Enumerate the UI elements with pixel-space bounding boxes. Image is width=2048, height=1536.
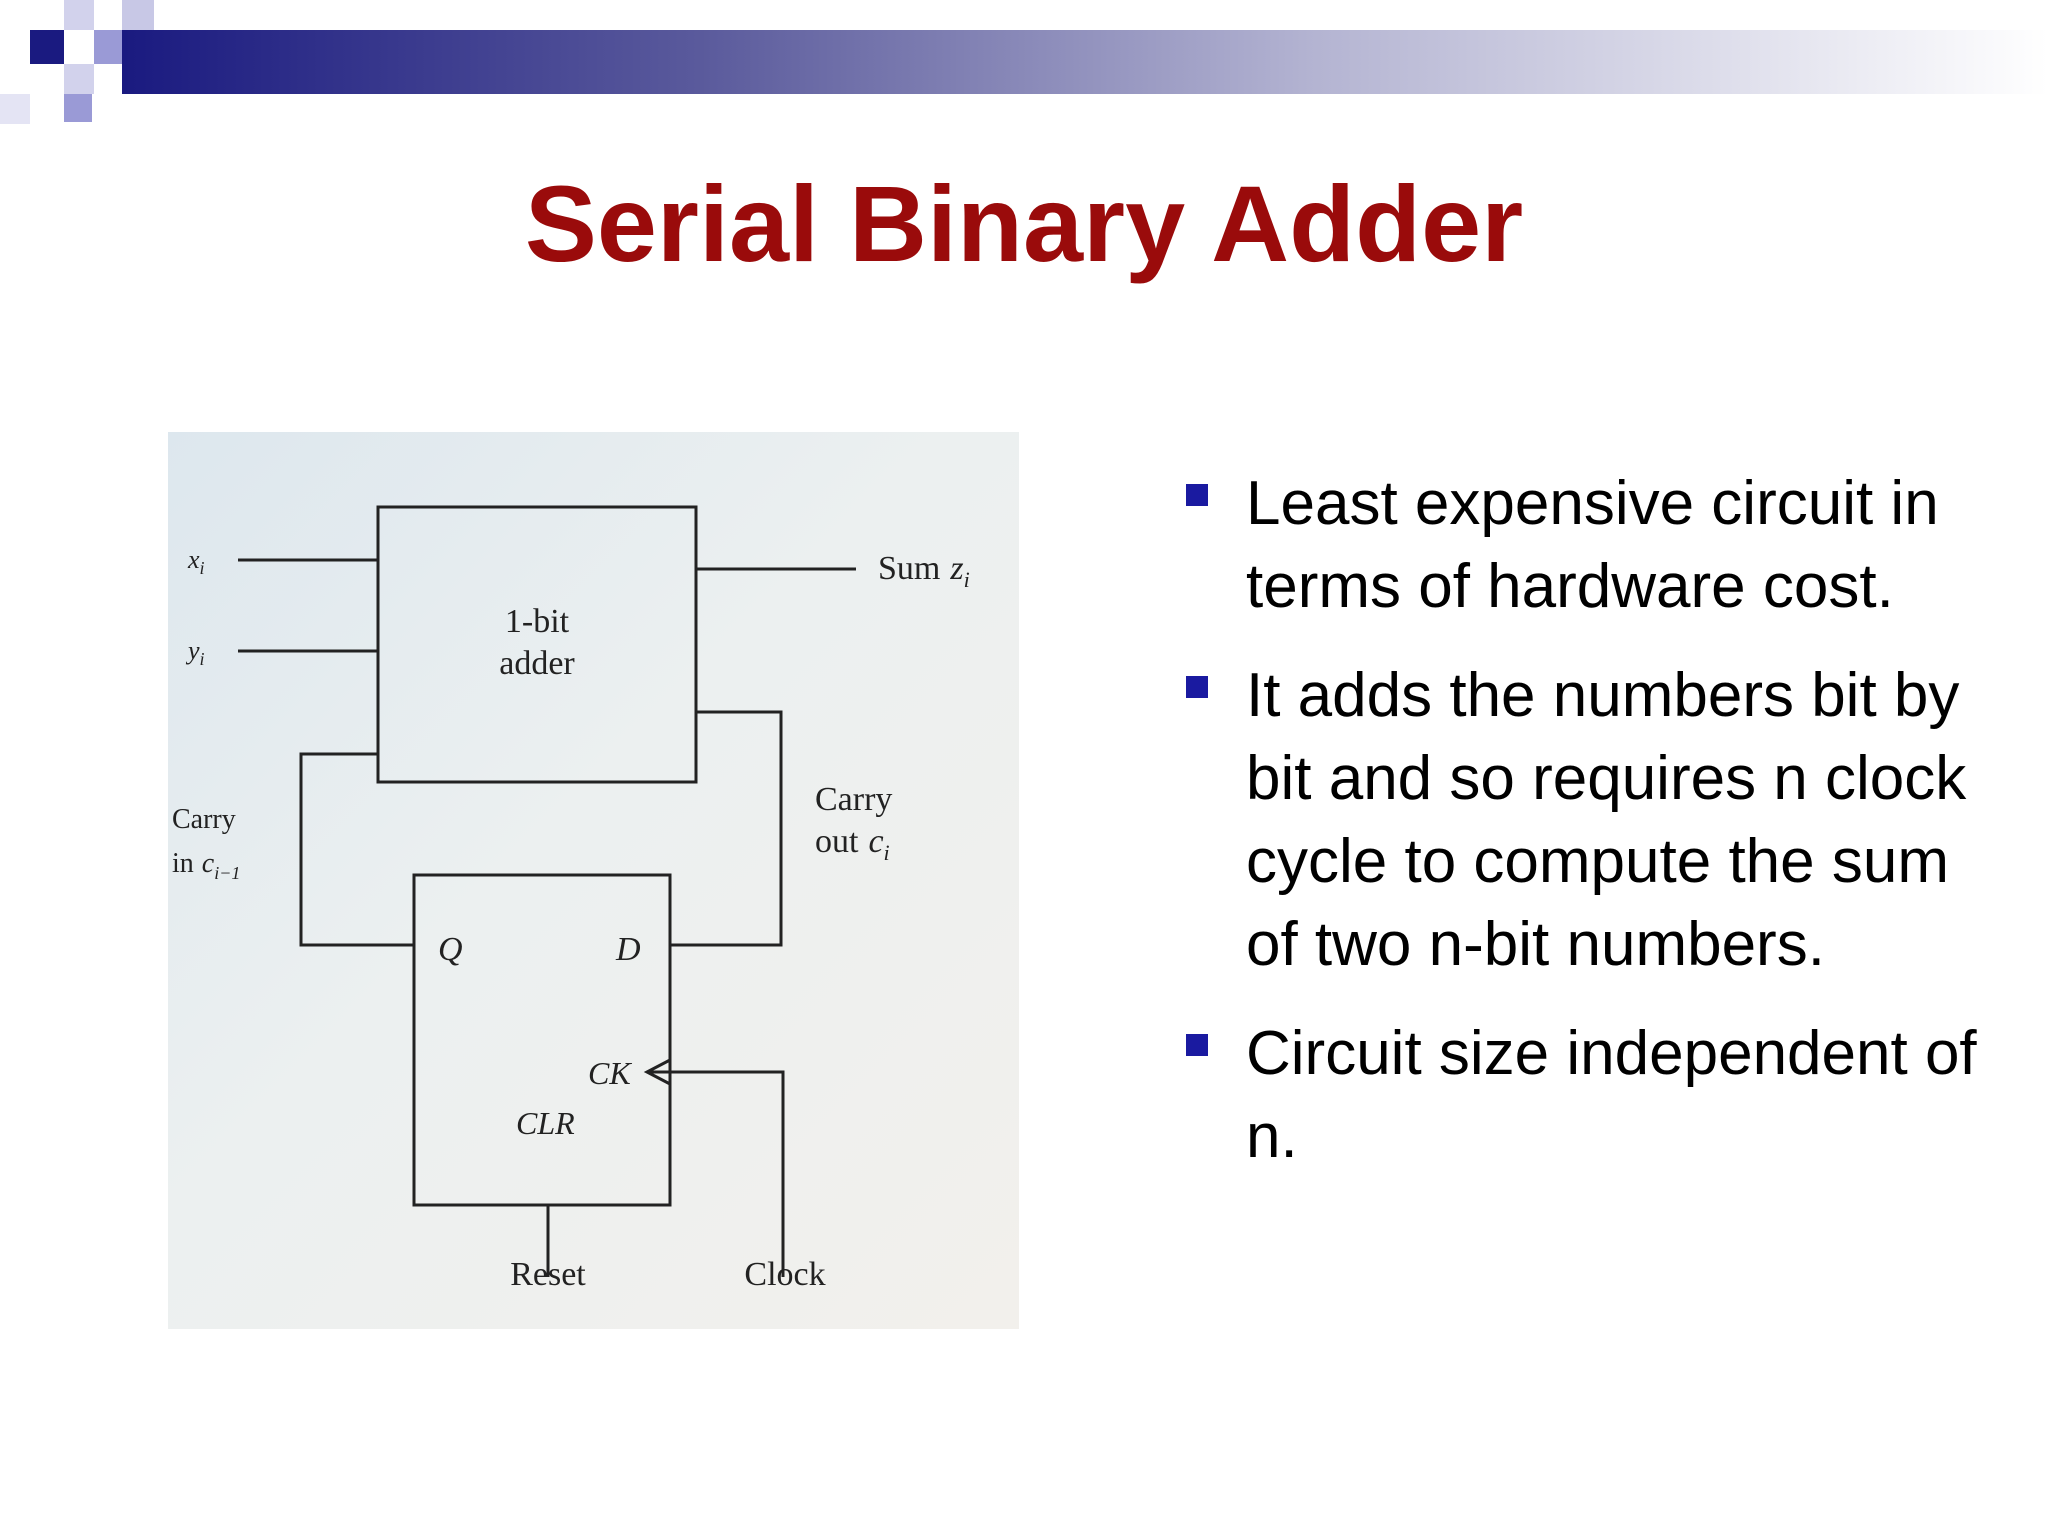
header-square xyxy=(0,94,30,124)
input-x-label: xi xyxy=(187,545,205,578)
ff-ck-label: CK xyxy=(588,1055,632,1091)
flip-flop-block xyxy=(412,873,672,1207)
square-bullet-icon xyxy=(1186,676,1208,698)
carry-in-wire xyxy=(299,752,414,947)
adder-label-line1: 1-bit xyxy=(505,603,570,640)
ff-d-label: D xyxy=(615,931,641,968)
header-square xyxy=(64,94,92,122)
adder-label-line2: adder xyxy=(499,645,575,682)
header-square xyxy=(30,30,64,64)
header-square xyxy=(64,0,94,30)
header-square xyxy=(64,64,94,94)
clock-label: Clock xyxy=(744,1256,825,1293)
bullet-text: Circuit size independent of n. xyxy=(1246,1019,1977,1171)
input-y-label: yi xyxy=(185,636,205,669)
bullet-item: It adds the numbers bit by bit and so re… xyxy=(1186,654,2006,986)
clock-edge-marker xyxy=(643,1058,671,1086)
square-bullet-icon xyxy=(1186,484,1208,506)
slide-title: Serial Binary Adder xyxy=(524,163,1524,284)
header-square xyxy=(122,0,154,30)
bullet-item: Circuit size independent of n. xyxy=(1186,1012,2006,1178)
bullet-text: Least expensive circuit in terms of hard… xyxy=(1246,469,1939,621)
bullet-list: Least expensive circuit in terms of hard… xyxy=(1186,462,2006,1204)
header-gradient-band xyxy=(122,30,2048,94)
carry-out-wire xyxy=(670,710,783,947)
carry-in-label-line1: Carry xyxy=(172,804,236,835)
square-bullet-icon xyxy=(1186,1034,1208,1056)
ff-q-label: Q xyxy=(438,931,463,968)
adder-block xyxy=(376,505,698,784)
ff-clr-label: CLR xyxy=(516,1105,575,1141)
bullet-text: It adds the numbers bit by bit and so re… xyxy=(1246,661,1967,979)
carry-out-label-line1: Carry xyxy=(815,781,892,818)
bullet-item: Least expensive circuit in terms of hard… xyxy=(1186,462,2006,628)
reset-label: Reset xyxy=(510,1256,586,1293)
clock-wire xyxy=(647,1070,785,1277)
header-square xyxy=(94,30,122,64)
